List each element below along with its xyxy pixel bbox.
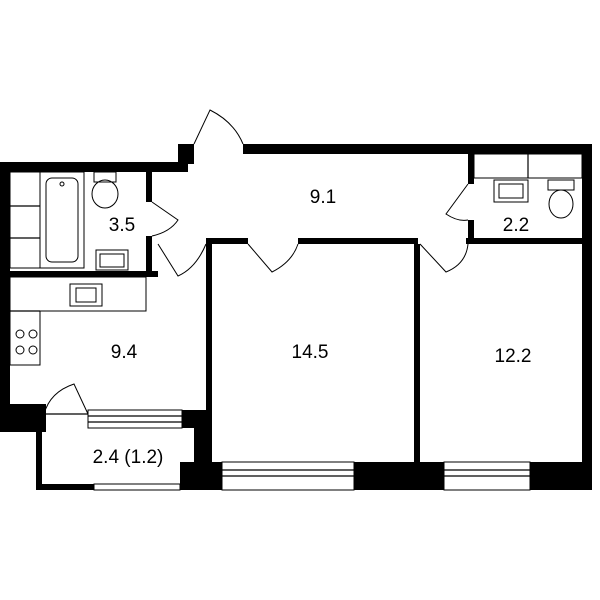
room-labels: 3.5 9.1 2.2 9.4 14.5 12.2 2.4 (1.2) (93, 187, 532, 468)
living-room-area: 14.5 (292, 342, 329, 363)
fixtures (9, 153, 583, 366)
thin-lines (44, 413, 222, 471)
wc-area: 2.2 (503, 215, 529, 236)
toilet-icon (93, 171, 117, 183)
windows (87, 409, 531, 491)
loggia-door-icon (43, 383, 89, 415)
wc-toilet-icon (547, 179, 575, 191)
doors (43, 109, 469, 415)
kitchen-counter-icon (9, 276, 147, 312)
corridor-area: 9.1 (310, 187, 336, 208)
kitchen-door-icon (157, 243, 207, 277)
stove-icon (15, 329, 38, 355)
living-door-icon (247, 243, 299, 273)
loggia-area: 2.4 (1.2) (93, 447, 164, 468)
entrance-door-icon (193, 109, 244, 145)
bathroom-door-icon (151, 201, 179, 237)
window-loggia (93, 483, 181, 491)
wc-door-icon (445, 183, 469, 221)
bathroom-area: 3.5 (109, 215, 135, 236)
window-kitchen (87, 409, 183, 429)
walls (0, 144, 592, 490)
sink-icon (95, 249, 129, 271)
wc-sink-icon (493, 179, 529, 203)
bedroom-door-icon (419, 243, 469, 273)
bedroom-area: 12.2 (495, 346, 532, 367)
kitchen-area: 9.4 (111, 342, 138, 363)
